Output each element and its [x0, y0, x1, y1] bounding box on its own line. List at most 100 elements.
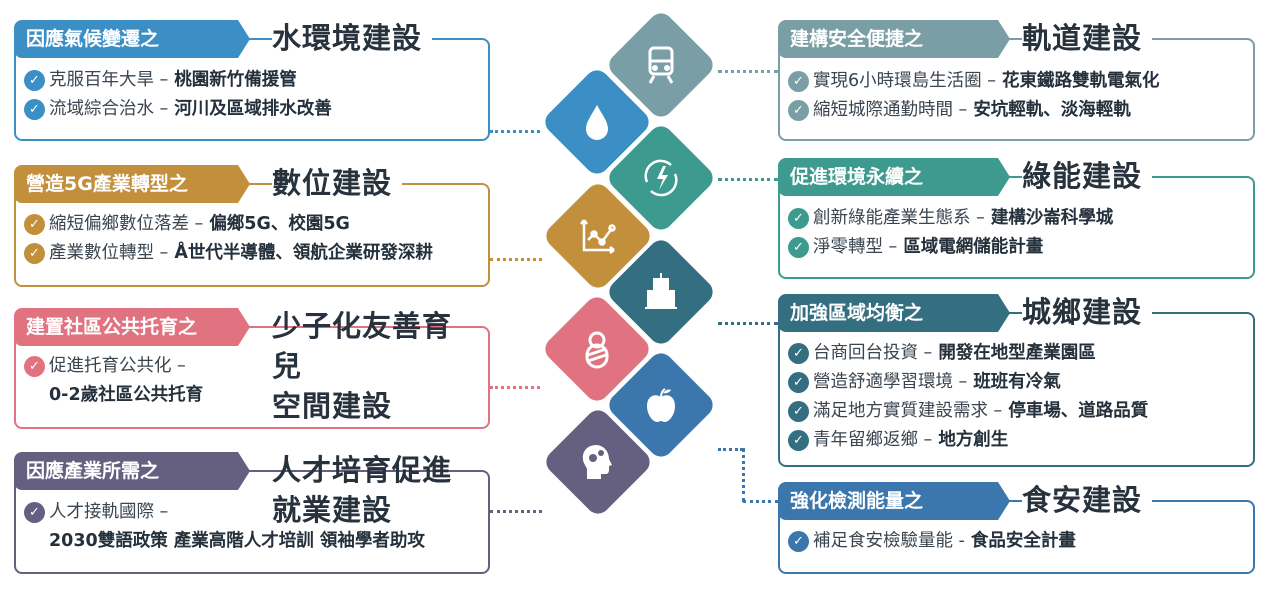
list-item: ✓促進托育公共化 – 0-2歲社區公共托育	[24, 352, 482, 410]
dotted-connector	[490, 258, 542, 261]
list-item: ✓創新綠能產業生態系 –建構沙崙科學城	[788, 204, 1247, 233]
check-circle-icon: ✓	[788, 343, 809, 364]
check-circle-icon: ✓	[788, 372, 809, 393]
check-circle-icon: ✓	[788, 71, 809, 92]
list-item: ✓營造舒適學習環境 –班班有冷氣	[788, 368, 1247, 397]
item-label: 實現6小時環島生活圈 –	[813, 71, 996, 91]
check-circle-icon: ✓	[24, 243, 45, 264]
item-label: 縮短城際通勤時間 –	[813, 100, 968, 120]
card-items: ✓人才接軌國際 – 2030雙語政策 產業高階人才培訓 領袖學者助攻	[24, 498, 482, 556]
list-item: ✓克服百年大旱 –桃園新竹備援管	[24, 66, 482, 95]
list-item: ✓產業數位轉型 –Å世代半導體、領航企業研發深耕	[24, 239, 482, 268]
card-title: 水環境建設	[272, 18, 433, 58]
card-box	[14, 183, 490, 287]
dotted-connector	[718, 448, 743, 451]
item-highlight: 偏鄉5G、校園5G	[209, 214, 350, 234]
category-tab: 建構安全便捷之	[778, 20, 1010, 58]
building-icon	[631, 262, 691, 322]
right-card-軌道建設: 建構安全便捷之軌道建設✓實現6小時環島生活圈 –花東鐵路雙軌電氣化✓縮短城際通勤…	[778, 18, 1255, 141]
item-label: 青年留鄉返鄉 –	[813, 430, 933, 450]
category-tab: 營造5G產業轉型之	[14, 165, 250, 203]
item-label: 流域綜合治水 –	[49, 99, 169, 119]
card-title-line-2: 空間建設	[272, 389, 393, 423]
right-card-食安建設: 強化檢測能量之食安建設✓補足食安檢驗量能 -食品安全計畫	[778, 480, 1255, 574]
dotted-connector	[490, 386, 540, 389]
list-item: ✓台商回台投資 –開發在地型產業園區	[788, 339, 1247, 368]
card-items: ✓台商回台投資 –開發在地型產業園區✓營造舒適學習環境 –班班有冷氣✓滿足地方實…	[788, 339, 1247, 455]
apple-icon	[631, 375, 691, 435]
item-label: 克服百年大旱 –	[49, 70, 169, 90]
dotted-connector	[742, 448, 745, 502]
item-highlight: 0-2歲社區公共托育	[49, 385, 204, 405]
card-items: ✓補足食安檢驗量能 -食品安全計畫	[788, 527, 1247, 556]
dotted-connector	[490, 130, 540, 133]
card-title-line: 食安建設	[1022, 483, 1143, 517]
list-item: ✓縮短城際通勤時間 –安坑輕軌、淡海輕軌	[788, 96, 1247, 125]
item-label: 營造舒適學習環境 –	[813, 372, 968, 392]
list-item: ✓縮短偏鄉數位落差 –偏鄉5G、校園5G	[24, 210, 482, 239]
card-title-line-2: 就業建設	[272, 493, 393, 527]
check-circle-icon: ✓	[24, 214, 45, 235]
list-item: ✓淨零轉型 –區域電網儲能計畫	[788, 233, 1247, 262]
card-title: 綠能建設	[1022, 156, 1153, 196]
item-label: 補足食安檢驗量能 -	[813, 531, 965, 551]
card-title-line: 軌道建設	[1022, 21, 1143, 55]
left-card-少子化友善育兒: 建置社區公共托育之少子化友善育兒空間建設✓促進托育公共化 –0-2歲社區公共托育	[14, 308, 490, 429]
check-circle-icon: ✓	[24, 70, 45, 91]
item-highlight: 停車場、道路品質	[1008, 401, 1149, 421]
card-items: ✓克服百年大旱 –桃園新竹備援管✓流域綜合治水 –河川及區域排水改善	[24, 66, 482, 124]
item-highlight: 開發在地型產業園區	[938, 343, 1096, 363]
water-drop-icon	[567, 92, 627, 152]
item-highlight: 2030雙語政策 產業高階人才培訓 領袖學者助攻	[49, 531, 425, 551]
check-circle-icon: ✓	[788, 208, 809, 229]
card-title-line: 水環境建設	[272, 21, 423, 55]
check-circle-icon: ✓	[788, 100, 809, 121]
item-label: 促進托育公共化 –	[49, 356, 186, 376]
item-highlight: 班班有冷氣	[973, 372, 1061, 392]
item-highlight: 食品安全計畫	[970, 531, 1076, 551]
line-chart-icon	[568, 206, 628, 266]
list-item: ✓實現6小時環島生活圈 –花東鐵路雙軌電氣化	[788, 67, 1247, 96]
item-label: 台商回台投資 –	[813, 343, 933, 363]
card-items: ✓創新綠能產業生態系 –建構沙崙科學城✓淨零轉型 –區域電網儲能計畫	[788, 204, 1247, 262]
item-label: 淨零轉型 –	[813, 237, 898, 257]
list-item: ✓補足食安檢驗量能 -食品安全計畫	[788, 527, 1247, 556]
item-label: 創新綠能產業生態系 –	[813, 208, 985, 228]
item-highlight: 安坑輕軌、淡海輕軌	[973, 100, 1131, 120]
check-circle-icon: ✓	[24, 502, 45, 523]
baby-icon	[567, 319, 627, 379]
dotted-connector	[718, 322, 778, 325]
card-title-line: 人才培育促進	[272, 453, 453, 487]
list-item: ✓流域綜合治水 –河川及區域排水改善	[24, 95, 482, 124]
category-tab: 加強區域均衡之	[778, 294, 1010, 332]
dotted-connector	[490, 510, 542, 513]
category-tab: 因應產業所需之	[14, 452, 250, 490]
left-card-數位建設: 營造5G產業轉型之數位建設✓縮短偏鄉數位落差 –偏鄉5G、校園5G✓產業數位轉型…	[14, 163, 490, 287]
item-highlight: 區域電網儲能計畫	[903, 237, 1044, 257]
card-title: 城鄉建設	[1022, 292, 1153, 332]
check-circle-icon: ✓	[788, 531, 809, 552]
card-title-line: 綠能建設	[1022, 159, 1143, 193]
dotted-connector	[743, 500, 778, 503]
item-highlight: 桃園新竹備援管	[174, 70, 297, 90]
dotted-connector	[718, 70, 778, 73]
dotted-connector	[718, 178, 778, 181]
train-icon	[631, 35, 691, 95]
right-card-綠能建設: 促進環境永續之綠能建設✓創新綠能產業生態系 –建構沙崙科學城✓淨零轉型 –區域電…	[778, 156, 1255, 279]
card-items: ✓實現6小時環島生活圈 –花東鐵路雙軌電氣化✓縮短城際通勤時間 –安坑輕軌、淡海…	[788, 67, 1247, 125]
card-title-line: 城鄉建設	[1022, 295, 1143, 329]
item-label: 人才接軌國際 –	[49, 502, 169, 522]
item-label: 產業數位轉型 –	[49, 243, 169, 263]
card-title: 數位建設	[272, 163, 403, 203]
check-circle-icon: ✓	[788, 430, 809, 451]
card-items: ✓縮短偏鄉數位落差 –偏鄉5G、校園5G✓產業數位轉型 –Å世代半導體、領航企業…	[24, 210, 482, 268]
card-title: 食安建設	[1022, 480, 1153, 520]
list-item: ✓人才接軌國際 – 2030雙語政策 產業高階人才培訓 領袖學者助攻	[24, 498, 482, 556]
right-card-城鄉建設: 加強區域均衡之城鄉建設✓台商回台投資 –開發在地型產業園區✓營造舒適學習環境 –…	[778, 292, 1255, 467]
left-card-水環境建設: 因應氣候變遷之水環境建設✓克服百年大旱 –桃園新竹備援管✓流域綜合治水 –河川及…	[14, 18, 490, 141]
card-title-line: 少子化友善育兒	[272, 309, 453, 383]
item-highlight: 地方創生	[938, 430, 1009, 450]
card-title: 少子化友善育兒空間建設	[272, 306, 490, 426]
card-items: ✓促進托育公共化 – 0-2歲社區公共托育	[24, 352, 482, 410]
check-circle-icon: ✓	[24, 356, 45, 377]
